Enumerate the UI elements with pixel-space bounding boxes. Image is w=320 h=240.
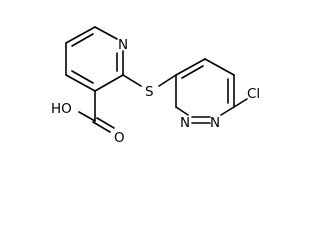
- bond-c5-c6: [65, 26, 96, 44]
- sulfur-label: S: [145, 84, 154, 100]
- bond-c3p-c4p-inner: [181, 65, 204, 79]
- bond-c3p-c4p: [175, 58, 206, 76]
- bond-c2-c3: [94, 74, 124, 92]
- bond-c2-s: [122, 74, 142, 87]
- pyridazine-ring: [175, 58, 248, 124]
- pyridazine-n2-label: N: [180, 115, 190, 131]
- ring-nitrogen-label: N: [118, 37, 128, 53]
- bond-s-c3p: [158, 74, 177, 87]
- chemical-structure: N S HO O N N Cl: [51, 26, 260, 146]
- bond-c6p-cl: [233, 98, 248, 108]
- bond-c3-c4-inner: [71, 70, 94, 84]
- bond-c-o-double-b: [96, 117, 115, 129]
- carboxylic-acid-group: [78, 90, 115, 133]
- bond-c5-c6-inner: [71, 33, 94, 47]
- hydroxyl-label: HO: [51, 101, 72, 117]
- chlorine-label: Cl: [247, 86, 260, 102]
- pyridazine-n1-label: N: [210, 115, 220, 131]
- bond-c4p-c5p: [204, 58, 235, 76]
- carbonyl-oxygen-label: O: [114, 130, 125, 146]
- thioether-linkage: [122, 74, 177, 87]
- bond-c6-n1: [94, 26, 118, 40]
- bond-n2p-c3p-lower: [175, 106, 189, 116]
- bond-c-oh: [78, 111, 96, 122]
- bond-c6p-n1p: [220, 106, 235, 116]
- pyridine-ring: [65, 26, 124, 92]
- bond-c3-c4: [65, 74, 96, 92]
- bond-c-o-double-a: [92, 121, 111, 133]
